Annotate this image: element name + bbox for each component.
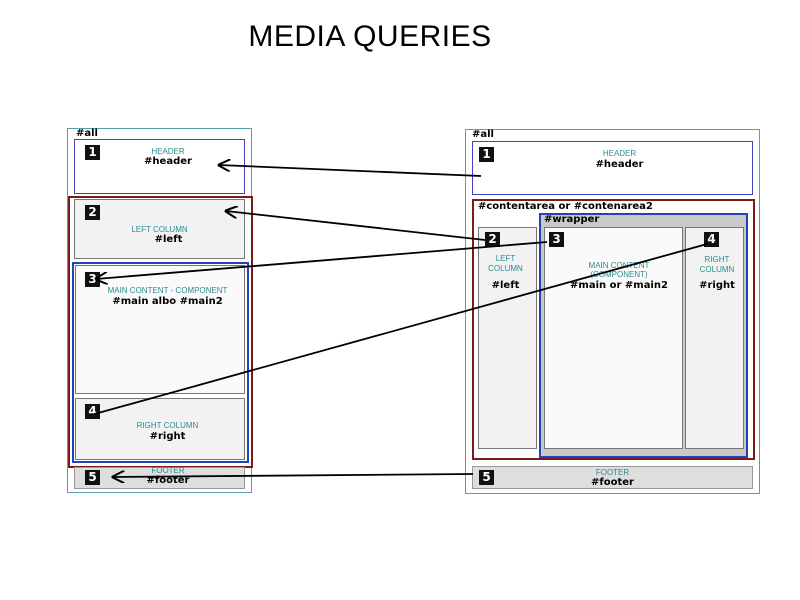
right-leftcol-id: #left [491, 280, 520, 291]
left-rightcol-box [75, 398, 245, 460]
right-leftcol-caption-1: LEFT [495, 254, 516, 263]
arrow-main-content [96, 241, 548, 279]
left-header-box [74, 139, 245, 194]
arrow-left-column [226, 211, 486, 241]
right-footer-box [472, 466, 753, 489]
left-all-tag: #all [76, 128, 98, 139]
left-footer-badge: 5 [85, 470, 100, 485]
arrow-right-column [90, 243, 708, 416]
right-main-caption-2: (COMPONENT) [590, 270, 648, 279]
right-main-badge: 3 [549, 232, 564, 247]
right-contentarea-container [472, 199, 755, 460]
page-title: MEDIA QUERIES [248, 20, 492, 53]
left-main-box [75, 265, 245, 394]
right-header-badge: 1 [479, 147, 494, 162]
right-main-caption-1: MAIN CONTENT [588, 261, 650, 270]
right-leftcol-badge: 2 [485, 232, 500, 247]
right-rightcol-caption-1: RIGHT [704, 255, 730, 264]
right-main-id: #main or #main2 [570, 280, 668, 291]
right-leftcol-box [478, 227, 537, 449]
right-rightcol-badge: 4 [704, 232, 719, 247]
right-footer-caption: FOOTER [595, 468, 630, 477]
left-leftcol-badge: 2 [85, 205, 100, 220]
right-all-tag: #all [472, 129, 494, 140]
right-rightcol-caption-2: COLUMN [699, 265, 735, 274]
left-leftcol-id: #left [154, 234, 183, 245]
left-main-id: #main albo #main2 [112, 296, 223, 307]
left-footer-id: #footer [146, 475, 190, 486]
left-header-caption: HEADER [151, 147, 185, 156]
left-rightcol-caption: RIGHT COLUMN [136, 421, 199, 430]
right-rightcol-box [685, 227, 744, 449]
arrow-header [219, 165, 482, 177]
right-wrapper-tag: #wrapper [544, 214, 600, 225]
right-header-id: #header [595, 159, 644, 170]
arrow-footer [113, 474, 474, 477]
left-rightcol-badge: 4 [85, 404, 100, 419]
left-main-caption: MAIN CONTENT - COMPONENT [107, 286, 228, 295]
right-footer-id: #footer [591, 477, 634, 488]
left-header-id: #header [144, 156, 192, 167]
right-footer-badge: 5 [479, 470, 494, 485]
left-footer-caption: FOOTER [151, 466, 185, 475]
left-wrapper-container [72, 262, 249, 463]
left-header-badge: 1 [85, 145, 100, 160]
left-leftcol-caption: LEFT COLUMN [131, 225, 188, 234]
right-header-caption: HEADER [602, 149, 637, 158]
right-contentarea-tag: #contentarea or #contenarea2 [478, 201, 653, 212]
right-rightcol-id: #right [699, 280, 735, 291]
right-leftcol-caption-2: COLUMN [488, 264, 523, 273]
right-header-box [472, 141, 753, 195]
left-leftcol-box [74, 199, 245, 259]
left-rightcol-id: #right [149, 431, 186, 442]
right-main-box [544, 227, 683, 449]
